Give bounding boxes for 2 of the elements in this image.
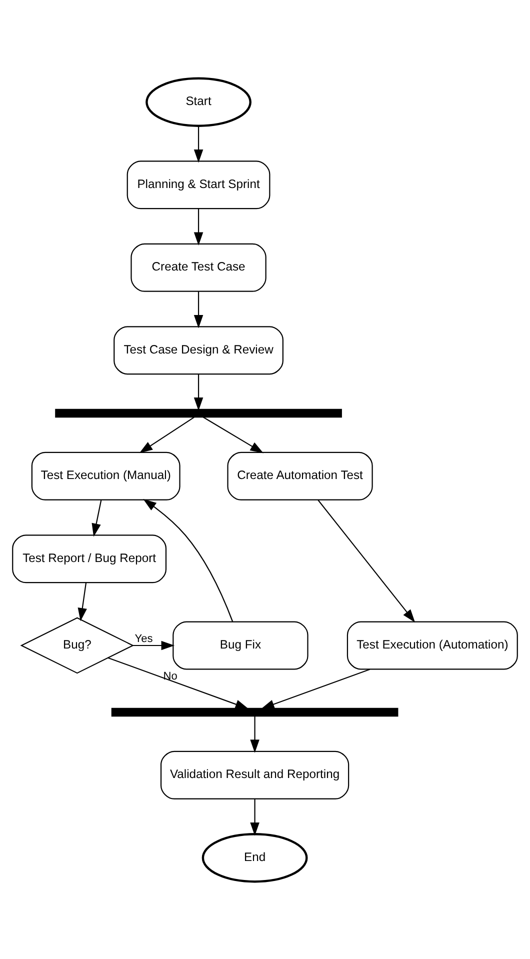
- edge-label: No: [163, 670, 178, 682]
- edge-label: Yes: [134, 632, 153, 645]
